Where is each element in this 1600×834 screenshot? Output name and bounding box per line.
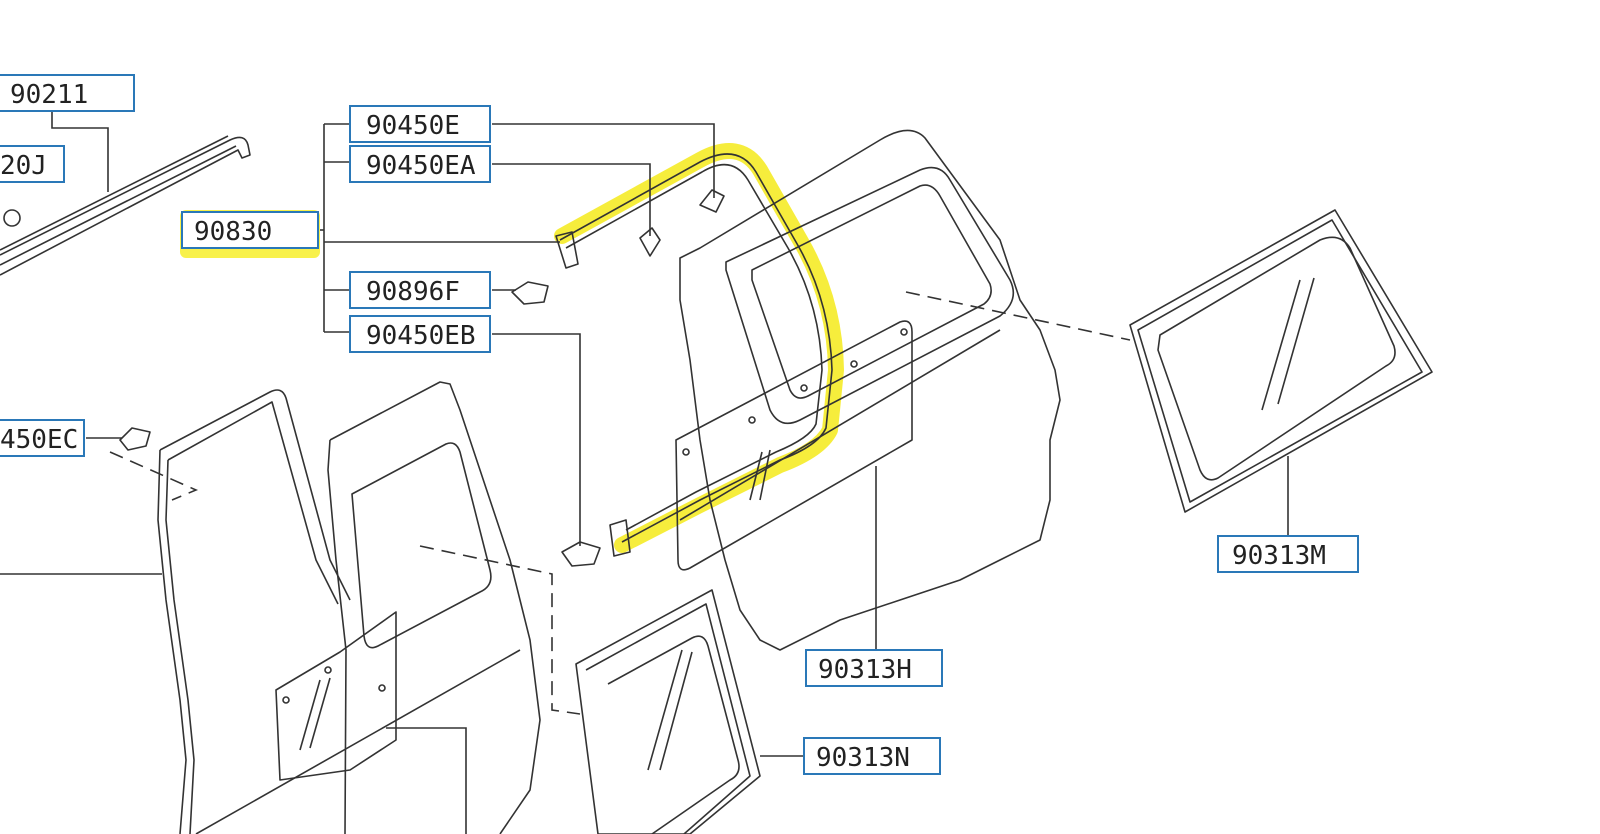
- clip-90450eb: [561, 541, 601, 567]
- leader-lines: [0, 110, 1289, 834]
- dashed-leaders: [109, 291, 1131, 715]
- callout-20j-text: 20J: [0, 151, 47, 181]
- callout-90211[interactable]: 90211: [0, 74, 135, 112]
- weatherstrip-part: [555, 153, 833, 557]
- front-door-assembly: [157, 381, 541, 834]
- callout-90313h-text: 90313H: [818, 655, 912, 685]
- callout-90830-text: 90830: [194, 217, 272, 247]
- rear-side-glass: [1129, 209, 1433, 513]
- callout-90450ea[interactable]: 90450EA: [349, 145, 491, 183]
- callout-90450ea-text: 90450EA: [366, 151, 476, 181]
- callout-90896f-text: 90896F: [366, 277, 460, 307]
- callout-90830[interactable]: 90830: [181, 211, 319, 249]
- clip-90896f: [511, 281, 549, 305]
- callout-450ec[interactable]: 450EC: [0, 419, 85, 457]
- clip-450ec: [119, 427, 151, 451]
- callout-90313h[interactable]: 90313H: [805, 649, 943, 687]
- fasteners: [119, 189, 725, 567]
- callout-90450eb-text: 90450EB: [366, 321, 476, 351]
- callout-20j[interactable]: 20J: [0, 145, 65, 183]
- callout-90896f[interactable]: 90896F: [349, 271, 491, 309]
- callout-90450eb[interactable]: 90450EB: [349, 315, 491, 353]
- highlight-weatherstrip: [554, 143, 844, 553]
- roof-rail-part: [0, 135, 251, 276]
- rear-quarter-panel: [675, 129, 1061, 651]
- callout-90313m-text: 90313M: [1232, 541, 1326, 571]
- clip-90450e: [699, 189, 725, 213]
- callout-90313n-text: 90313N: [816, 743, 910, 773]
- callout-90450e-text: 90450E: [366, 111, 460, 141]
- callout-90313n[interactable]: 90313N: [803, 737, 941, 775]
- callout-450ec-text: 450EC: [0, 425, 78, 455]
- callout-90313m[interactable]: 90313M: [1217, 535, 1359, 573]
- callout-90211-text: 90211: [10, 80, 88, 110]
- callout-90450e[interactable]: 90450E: [349, 105, 491, 143]
- clip-90450ea: [639, 227, 661, 257]
- front-door-glass: [575, 589, 761, 834]
